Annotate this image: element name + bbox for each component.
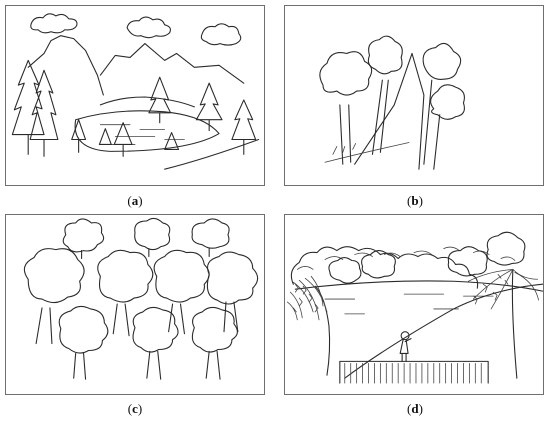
panel-d-label: (d) [407,401,423,416]
pine-tree [164,132,180,150]
tree-canopy [319,51,373,96]
panel-a-label: (a) [127,193,143,208]
tree-line [290,246,479,289]
palm-tree [467,268,540,379]
tree-outline [132,306,179,380]
trees-on-slope-drawing [319,35,465,170]
tree-outline [191,218,230,258]
panel-a-sketch [5,5,265,186]
cloud [200,23,242,46]
pine-tree [29,69,59,157]
landscape-mountains-drawing [11,13,260,170]
tree-canopy [486,231,526,266]
tree-canopy [422,42,462,80]
tree-outline [23,248,85,345]
willow-tree [287,275,331,376]
tree-outline [134,217,171,258]
tree-canopy [447,246,488,277]
pine-tree [98,128,112,145]
panel-c-sketch [5,214,265,395]
cloud [126,16,171,39]
pine-tree [195,82,223,132]
tree-canopy [430,84,465,120]
tree-rows-drawing [23,217,259,380]
cloud [30,13,78,34]
tree-outline [97,249,154,337]
tree-canopy [328,256,362,284]
person-figure [399,331,412,362]
tree-canopy [361,250,396,279]
pine-tree [148,76,172,124]
tree-outline [153,249,210,335]
fence [339,360,489,384]
pine-tree [11,59,45,155]
park-scene-drawing [287,231,543,384]
pine-tree [71,119,87,153]
panel-c-label: (c) [127,401,143,416]
tree-outline [206,251,259,333]
pine-tree [113,122,133,157]
tree-outline [58,305,109,380]
panel-b-sketch [284,5,544,186]
tree-canopy [367,35,403,75]
pine-tree [231,99,257,155]
panel-b-label: (b) [407,193,423,208]
panel-d-sketch [284,214,544,395]
tree-outline [191,306,238,380]
tree-outline [62,218,105,260]
